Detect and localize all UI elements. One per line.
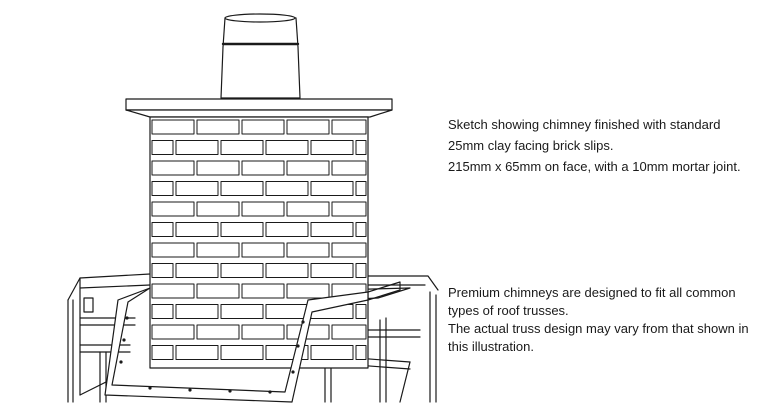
brick xyxy=(196,201,240,217)
brick xyxy=(265,263,309,278)
caption-finish: Sketch showing chimney finished with sta… xyxy=(448,114,741,177)
brick xyxy=(331,324,367,340)
brick xyxy=(175,140,219,155)
brick xyxy=(286,119,330,135)
brick xyxy=(310,222,354,237)
brick xyxy=(310,263,354,278)
brick xyxy=(241,242,285,258)
brick xyxy=(355,263,367,278)
brick xyxy=(265,181,309,196)
brick xyxy=(241,324,285,340)
brick xyxy=(175,304,219,319)
caption-line: types of roof trusses. xyxy=(448,303,569,318)
roof-truss-left xyxy=(67,273,151,403)
brick xyxy=(286,160,330,176)
brick xyxy=(151,222,174,237)
caption-line: The actual truss design may vary from th… xyxy=(448,321,749,336)
caption-trusses: Premium chimneys are designed to fit all… xyxy=(448,284,749,356)
brick xyxy=(331,119,367,135)
brick xyxy=(286,242,330,258)
brick xyxy=(220,140,264,155)
brick xyxy=(310,181,354,196)
brick xyxy=(265,140,309,155)
brick xyxy=(355,181,367,196)
chimney-pot xyxy=(220,13,301,99)
brick xyxy=(151,283,195,299)
brick xyxy=(220,304,264,319)
capping-slab xyxy=(125,98,393,118)
brick xyxy=(220,222,264,237)
brick xyxy=(151,345,174,360)
brick xyxy=(265,304,309,319)
brick xyxy=(355,140,367,155)
brick xyxy=(286,201,330,217)
brick xyxy=(151,160,195,176)
brick xyxy=(151,181,174,196)
brick xyxy=(331,160,367,176)
brick xyxy=(196,242,240,258)
caption-line: this illustration. xyxy=(448,339,534,354)
brick xyxy=(355,222,367,237)
brick xyxy=(220,345,264,360)
brick xyxy=(151,263,174,278)
brick xyxy=(310,345,354,360)
brick xyxy=(355,304,367,319)
brick xyxy=(196,324,240,340)
brick xyxy=(286,283,330,299)
brick xyxy=(241,201,285,217)
brick xyxy=(151,201,195,217)
brick xyxy=(151,242,195,258)
brick xyxy=(175,181,219,196)
brick xyxy=(331,201,367,217)
brick xyxy=(175,263,219,278)
brick xyxy=(265,222,309,237)
brick xyxy=(331,242,367,258)
brick xyxy=(355,345,367,360)
brick xyxy=(241,283,285,299)
caption-line: Premium chimneys are designed to fit all… xyxy=(448,285,736,300)
brick xyxy=(175,222,219,237)
brick xyxy=(151,119,195,135)
caption-line: 215mm x 65mm on face, with a 10mm mortar… xyxy=(448,159,741,174)
brick xyxy=(196,160,240,176)
brick xyxy=(151,324,195,340)
brick xyxy=(151,140,174,155)
brick xyxy=(220,263,264,278)
brick xyxy=(196,283,240,299)
caption-line: Sketch showing chimney finished with sta… xyxy=(448,117,721,132)
brick xyxy=(175,345,219,360)
caption-line: 25mm clay facing brick slips. xyxy=(448,138,614,153)
brick xyxy=(241,160,285,176)
brick xyxy=(220,181,264,196)
brick xyxy=(241,119,285,135)
lead-flashing xyxy=(104,281,401,403)
brick xyxy=(310,140,354,155)
brick xyxy=(151,304,174,319)
brick-stack xyxy=(149,116,369,369)
brick xyxy=(196,119,240,135)
